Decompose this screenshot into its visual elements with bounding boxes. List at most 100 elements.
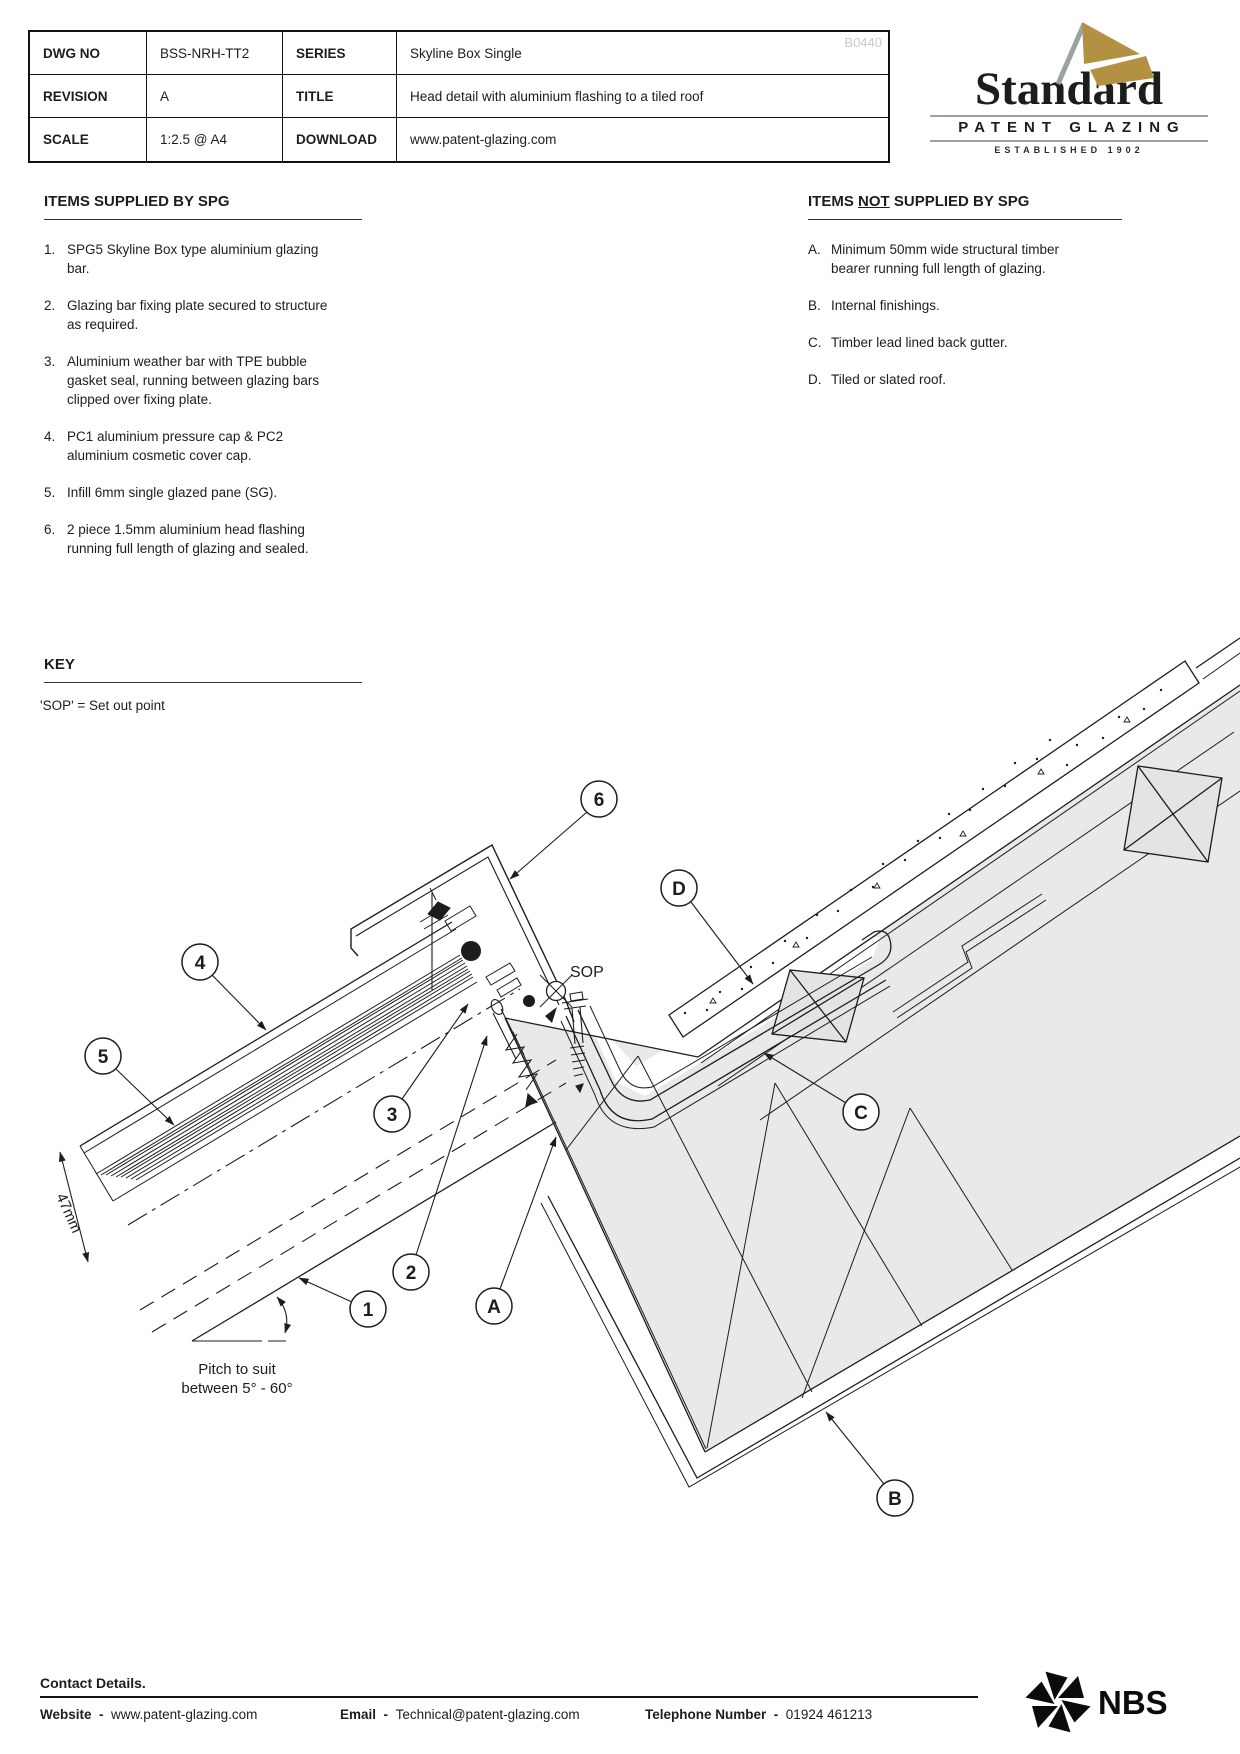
svg-text:D: D [672, 879, 686, 900]
list-item: B. Internal finishings. [808, 296, 1108, 315]
items-supplied-section: ITEMS SUPPLIED BY SPG 1.SPG5 Skyline Box… [44, 193, 362, 576]
back-gutter [560, 930, 892, 1130]
item-text: PC1 aluminium pressure cap & PC2 alumini… [67, 429, 284, 463]
item-number: 1. [44, 242, 56, 257]
item-number: 4. [44, 429, 56, 444]
revision-value: A [147, 75, 283, 118]
heading-pre: ITEMS [808, 193, 859, 210]
download-value: www.patent-glazing.com [410, 132, 557, 147]
list-item: 6.2 piece 1.5mm aluminium head flashing … [44, 520, 340, 558]
item-text: Minimum 50mm wide structural timber bear… [831, 242, 1060, 276]
logo-flag-icon [1055, 22, 1154, 86]
logo-established: ESTABLISHED 1902 [994, 145, 1144, 155]
list-item: 1.SPG5 Skyline Box type aluminium glazin… [44, 240, 340, 278]
email-value: Technical@patent-glazing.com [395, 1707, 580, 1722]
svg-text:3: 3 [387, 1105, 398, 1126]
glazing-assembly [79, 921, 567, 1342]
glass-pane-hatch [95, 954, 478, 1202]
website-sep: - [99, 1707, 104, 1722]
email-sep: - [383, 1707, 389, 1722]
fixing-screw-vertical [561, 991, 589, 1094]
dwg-no-value: BSS-NRH-TT2 [147, 32, 283, 75]
title-value: Head detail with aluminium flashing to a… [397, 75, 888, 118]
item-number: 5. [44, 485, 56, 500]
felt-triangles [709, 716, 1131, 1004]
nbs-wordmark: NBS [1098, 1684, 1168, 1721]
item-number: 3. [44, 354, 56, 369]
item-text: Tiled or slated roof. [831, 372, 947, 387]
phone-label: Telephone Number [645, 1707, 767, 1722]
bar-centreline [127, 988, 521, 1226]
items-supplied-heading: ITEMS SUPPLIED BY SPG [44, 193, 230, 210]
leader-lines [115, 811, 885, 1485]
company-logo: Standard PATENT GLAZING ESTABLISHED 1902 [928, 18, 1210, 168]
dimension-47mm [58, 1151, 90, 1263]
balloon-C: C [842, 1093, 880, 1131]
item-letter: B. [808, 298, 821, 313]
felt-speckles [683, 688, 1163, 1015]
list-item: 3. Aluminium weather bar with TPE bubble … [44, 352, 340, 409]
list-item: D.Tiled or slated roof. [808, 370, 1108, 389]
svg-text:5: 5 [98, 1047, 109, 1068]
svg-text:6: 6 [594, 790, 605, 811]
balloon-6: 6 [580, 780, 618, 818]
item-text: Infill 6mm single glazed pane (SG). [67, 485, 278, 500]
items-supplied-rule [44, 219, 362, 220]
balloon-4: 4 [181, 943, 219, 981]
heading-not: NOT [858, 193, 890, 210]
fixing-plate-hardware [444, 905, 522, 998]
balloon-B: B [876, 1479, 914, 1517]
sheet-watermark: B0440 [844, 35, 882, 50]
list-item: 5. Infill 6mm single glazed pane (SG). [44, 483, 340, 502]
nbs-flower-icon [1025, 1671, 1091, 1733]
item-letter: A. [808, 242, 821, 257]
items-not-supplied-heading: ITEMS NOT SUPPLIED BY SPG [808, 193, 1122, 210]
balloon-2: 2 [392, 1253, 430, 1291]
website-label: Website [40, 1707, 92, 1722]
contact-website: Website - www.patent-glazing.com [40, 1707, 257, 1722]
key-section: KEY 'SOP' = Set out point [40, 656, 362, 713]
website-value: www.patent-glazing.com [111, 1707, 258, 1722]
svg-text:B: B [888, 1489, 902, 1510]
item-text: Aluminium weather bar with TPE bubble ga… [67, 354, 320, 407]
svg-text:C: C [854, 1103, 868, 1124]
phone-sep: - [773, 1707, 779, 1722]
key-heading: KEY [44, 656, 75, 673]
list-item: 2. Glazing bar fixing plate secured to st… [44, 296, 340, 334]
pitch-angle [192, 1296, 292, 1342]
contact-rule [40, 1696, 978, 1698]
contact-email: Email - Technical@patent-glazing.com [340, 1707, 580, 1722]
balloon-A: A [475, 1287, 513, 1325]
series-label: SERIES [283, 32, 397, 75]
title-label: TITLE [283, 75, 397, 118]
svg-text:A: A [487, 1297, 501, 1318]
list-item: A. Minimum 50mm wide structural timber be… [808, 240, 1108, 278]
balloon-D: D [660, 869, 698, 907]
contact-heading: Contact Details. [40, 1675, 146, 1691]
item-text: 2 piece 1.5mm aluminium head flashing ru… [67, 522, 309, 556]
item-text: Timber lead lined back gutter. [831, 335, 1008, 350]
timber-bearer [504, 1017, 1240, 1453]
item-text: Glazing bar fixing plate secured to stru… [67, 298, 328, 332]
svg-text:2: 2 [406, 1263, 417, 1284]
flashing-bolt [419, 887, 451, 930]
balloon-3: 3 [373, 1095, 411, 1133]
pitch-label-2: between 5° - 60° [181, 1380, 292, 1397]
dim-47mm-label: 47mm [52, 1191, 84, 1236]
scale-value: 1:2.5 @ A4 [147, 118, 283, 161]
balloon-1: 1 [349, 1290, 387, 1328]
list-item: 4. PC1 aluminium pressure cap & PC2 alumi… [44, 427, 340, 465]
tile-batten [1123, 765, 1223, 863]
logo-rule-bottom [930, 140, 1208, 142]
nbs-logo: NBS [1025, 1671, 1168, 1733]
sop-marker [539, 974, 573, 1008]
email-label: Email [340, 1707, 377, 1722]
item-text: Internal finishings. [831, 298, 940, 313]
list-item: C.Timber lead lined back gutter. [808, 333, 1108, 352]
pitch-label-1: Pitch to suit [198, 1361, 276, 1378]
heading-post: SUPPLIED BY SPG [889, 193, 1030, 210]
logo-subtitle: PATENT GLAZING [958, 119, 1186, 136]
item-number: 2. [44, 298, 56, 313]
